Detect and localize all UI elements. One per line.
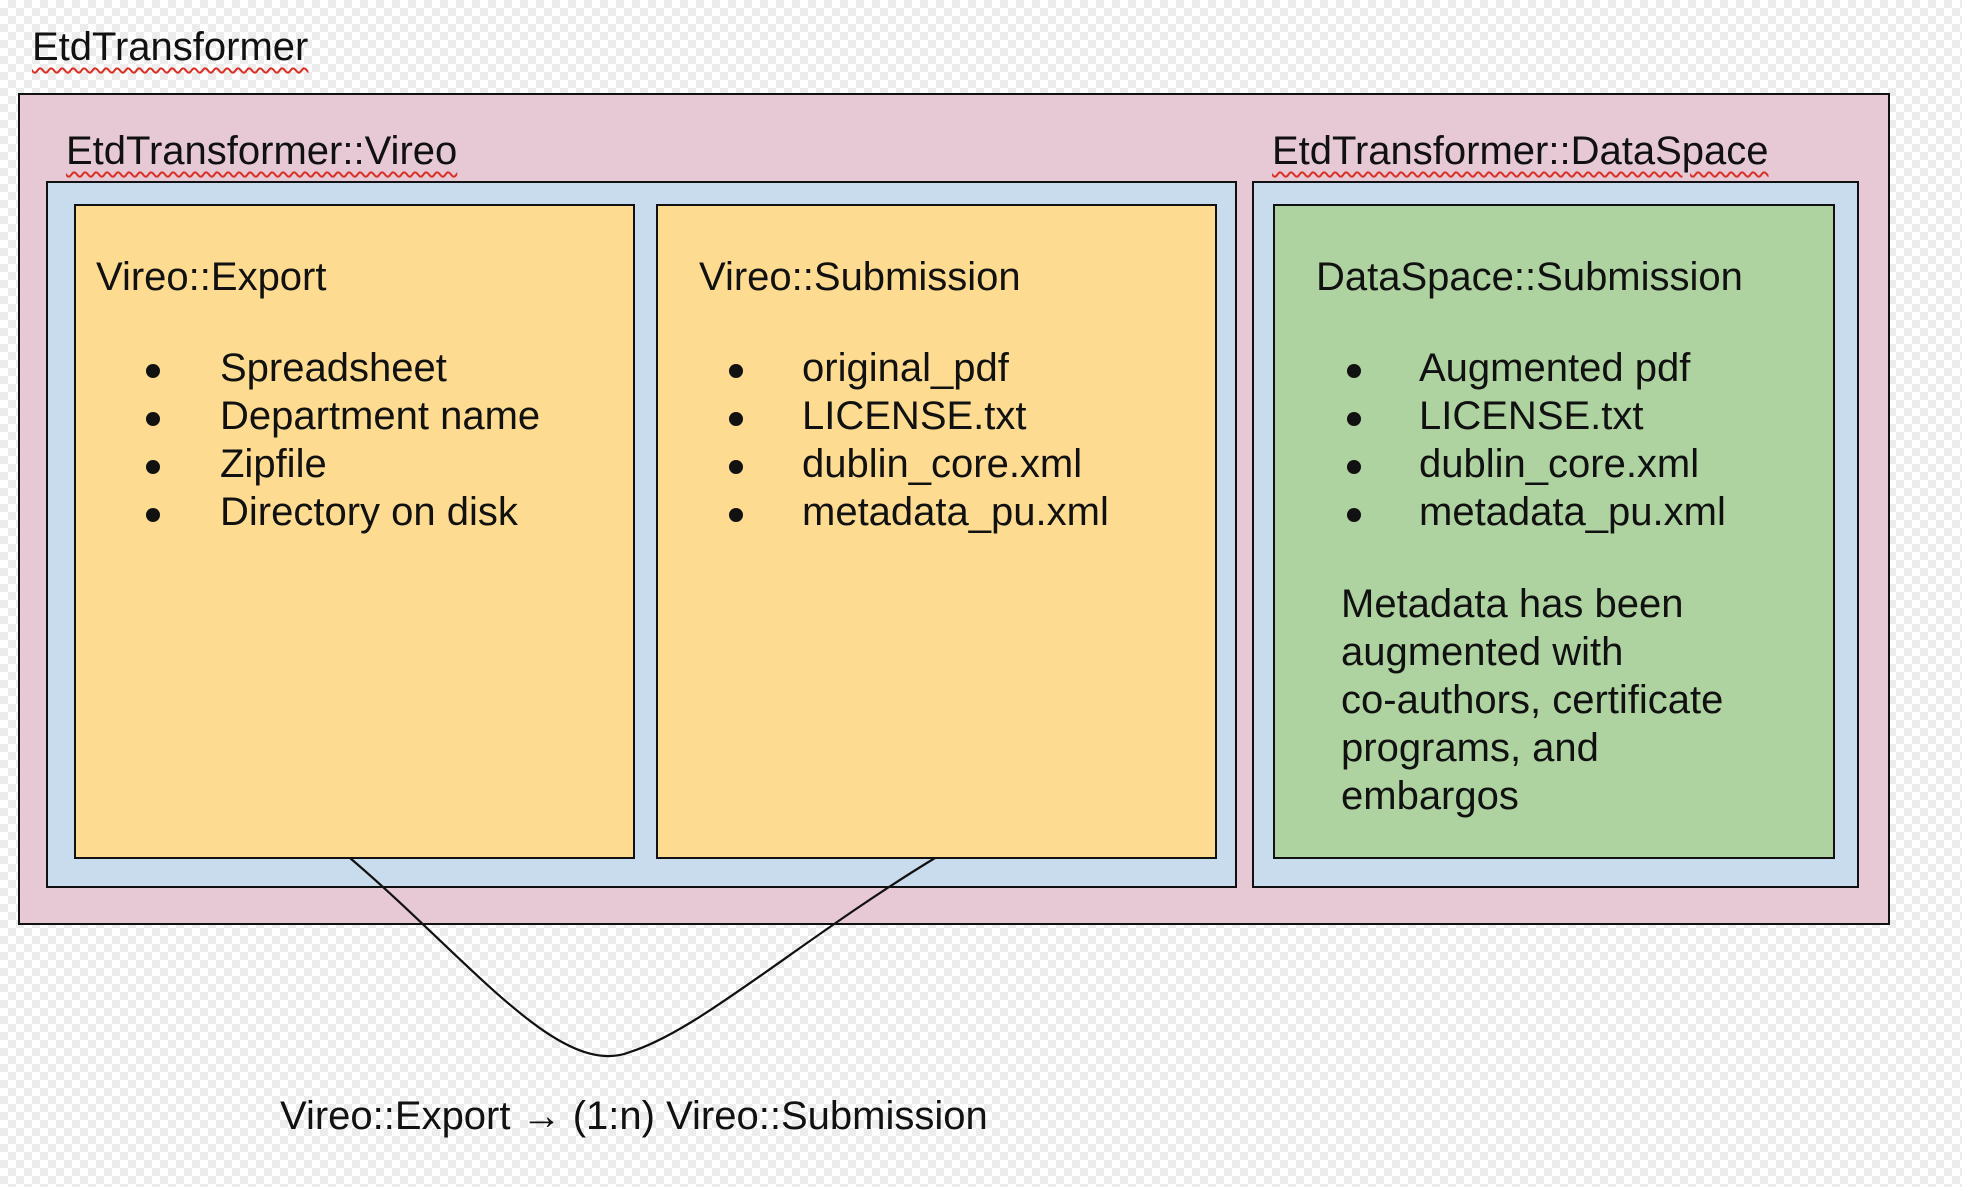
list-item: original_pdf — [729, 344, 1109, 392]
dataspace-submission-list: Augmented pdf LICENSE.txt dublin_core.xm… — [1347, 344, 1726, 536]
dataspace-package-label: EtdTransformer::DataSpace — [1272, 129, 1769, 173]
list-item: dublin_core.xml — [1347, 440, 1726, 488]
relationship-caption: Vireo::Export → (1:n) Vireo::Submission — [280, 1094, 988, 1138]
bullet-icon — [1347, 508, 1361, 522]
bullet-icon — [146, 508, 160, 522]
bullet-icon — [146, 364, 160, 378]
bullet-icon — [729, 412, 743, 426]
bullet-icon — [1347, 412, 1361, 426]
connector-curve — [349, 857, 936, 1058]
vireo-export-box: Vireo::Export Spreadsheet Department nam… — [74, 204, 635, 859]
dataspace-submission-box: DataSpace::Submission Augmented pdf LICE… — [1273, 204, 1835, 859]
bullet-icon — [146, 460, 160, 474]
list-item: Department name — [146, 392, 540, 440]
bullet-icon — [729, 508, 743, 522]
list-item: LICENSE.txt — [729, 392, 1109, 440]
list-item: Spreadsheet — [146, 344, 540, 392]
diagram-title: EtdTransformer — [32, 25, 309, 69]
list-item: Augmented pdf — [1347, 344, 1726, 392]
list-item: LICENSE.txt — [1347, 392, 1726, 440]
vireo-submission-list: original_pdf LICENSE.txt dublin_core.xml… — [729, 344, 1109, 536]
vireo-package-label: EtdTransformer::Vireo — [66, 129, 458, 173]
dataspace-submission-title: DataSpace::Submission — [1316, 255, 1743, 299]
bullet-icon — [729, 460, 743, 474]
list-item: Zipfile — [146, 440, 540, 488]
vireo-submission-title: Vireo::Submission — [699, 255, 1021, 299]
vireo-submission-box: Vireo::Submission original_pdf LICENSE.t… — [656, 204, 1217, 859]
bullet-icon — [1347, 460, 1361, 474]
vireo-export-title: Vireo::Export — [96, 255, 327, 299]
list-item: metadata_pu.xml — [1347, 488, 1726, 536]
bullet-icon — [1347, 364, 1361, 378]
list-item: dublin_core.xml — [729, 440, 1109, 488]
metadata-note: Metadata has been augmented with co-auth… — [1341, 582, 1724, 818]
list-item: Directory on disk — [146, 488, 540, 536]
bullet-icon — [729, 364, 743, 378]
vireo-export-list: Spreadsheet Department name Zipfile Dire… — [146, 344, 540, 536]
bullet-icon — [146, 412, 160, 426]
list-item: metadata_pu.xml — [729, 488, 1109, 536]
